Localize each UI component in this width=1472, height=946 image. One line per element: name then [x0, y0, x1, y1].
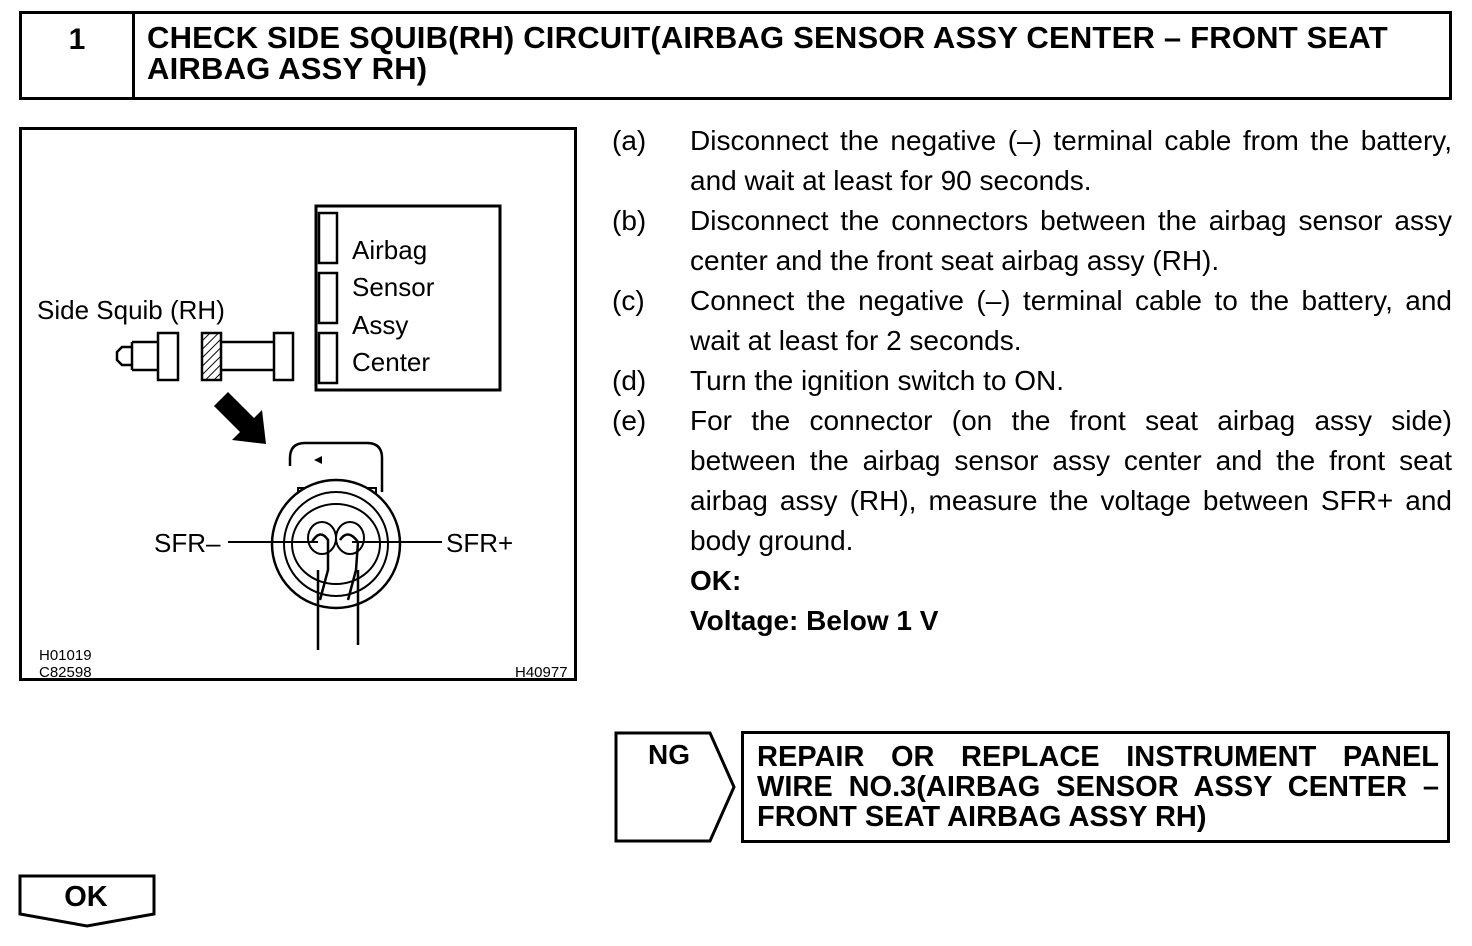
step-text: Disconnect the negative (–) terminal cab… [690, 125, 1452, 196]
terminal-label-sfr-plus: SFR+ [446, 528, 513, 558]
harness-connector [272, 331, 295, 382]
step-item: (e) For the connector (on the front seat… [612, 401, 1452, 561]
step-header: 1 CHECK SIDE SQUIB(RH) CIRCUIT(AIRBAG SE… [19, 11, 1452, 100]
sensor-label-line: Assy [352, 310, 408, 340]
terminal-label-sfr-minus: SFR– [154, 528, 221, 558]
connector-diagram-svg: Airbag Sensor Assy Center Side Squib (RH… [37, 204, 568, 681]
step-text: Turn the ignition switch to ON. [690, 365, 1065, 396]
connector-face [270, 441, 402, 650]
sensor-box [314, 204, 502, 392]
ok-tag-shape [18, 874, 156, 928]
step-text: Connect the negative (–) terminal cable … [690, 285, 1452, 356]
sensor-label-line: Sensor [352, 272, 435, 302]
step-item: (c) Connect the negative (–) terminal ca… [612, 281, 1452, 361]
step-text: For the connector (on the front seat air… [690, 405, 1452, 556]
step-number: 1 [22, 14, 135, 97]
squib-plug [115, 345, 132, 367]
figure-code: H01019 [39, 647, 92, 664]
sensor-slot [317, 211, 339, 265]
step-item: (d) Turn the ignition switch to ON. [612, 361, 1452, 401]
step-title: CHECK SIDE SQUIB(RH) CIRCUIT(AIRBAG SENS… [147, 20, 1388, 86]
step-item: (b) Disconnect the connectors between th… [612, 201, 1452, 281]
step-label: (e) [612, 405, 647, 436]
squib-connector [156, 331, 180, 382]
step-label: (c) [612, 285, 645, 316]
ng-result-text: REPAIR OR REPLACE INSTRUMENT PANEL WIRE … [757, 741, 1439, 833]
step-label: (b) [612, 205, 647, 236]
voltage-spec: Voltage: Below 1 V [690, 605, 939, 636]
figure-code: H40977 [515, 664, 568, 681]
ok-heading: OK: [690, 565, 742, 596]
sensor-slot [317, 271, 339, 325]
figure-code: C82598 [39, 664, 92, 681]
hatched-connector [200, 331, 223, 382]
side-squib-label: Side Squib (RH) [37, 295, 225, 325]
sensor-label-line: Airbag [352, 235, 427, 265]
sensor-label-line: Center [352, 347, 430, 377]
step-label: (d) [612, 365, 647, 396]
connector-diagram: Airbag Sensor Assy Center Side Squib (RH… [19, 127, 577, 681]
step-item: (a) Disconnect the negative (–) terminal… [612, 121, 1452, 201]
pointer-arrow-icon [214, 392, 266, 444]
step-text: Disconnect the connectors between the ai… [690, 205, 1452, 276]
step-label: (a) [612, 125, 647, 156]
ng-label: NG [648, 739, 690, 770]
procedure-steps: (a) Disconnect the negative (–) terminal… [612, 121, 1452, 641]
sensor-slot [317, 331, 339, 385]
ng-result-box: REPAIR OR REPLACE INSTRUMENT PANEL WIRE … [741, 731, 1450, 843]
ok-tag-label: OK [64, 881, 108, 913]
ng-tag-shape [614, 731, 736, 843]
